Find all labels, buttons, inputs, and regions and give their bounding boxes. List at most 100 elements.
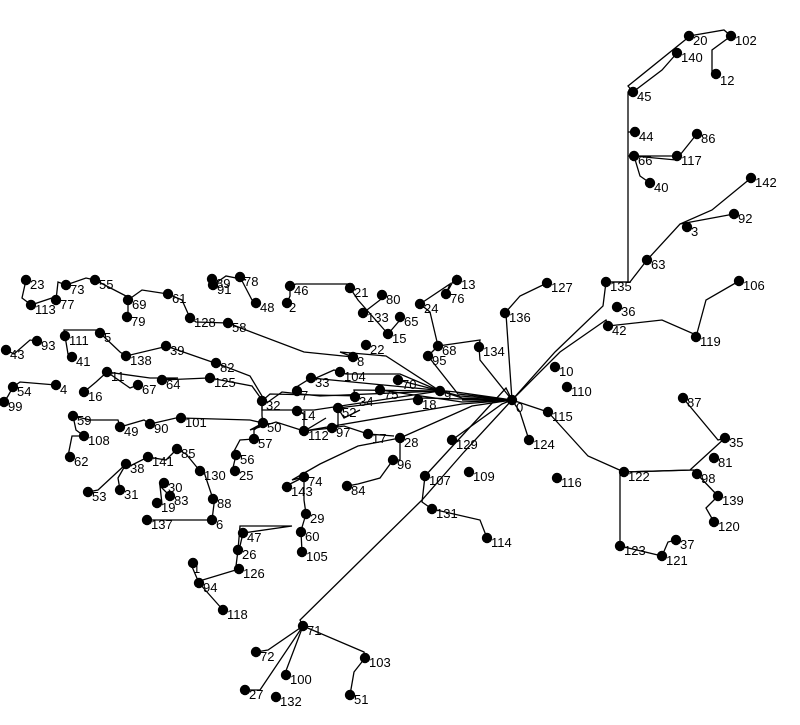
node-16: [78, 386, 90, 398]
node-53: [82, 486, 94, 498]
node-label-8: 8: [357, 354, 364, 369]
node-label-63: 63: [651, 257, 665, 272]
edge-79: [431, 508, 488, 539]
edge-36: [632, 52, 678, 93]
node-label-86: 86: [701, 131, 715, 146]
node-9: [434, 385, 446, 397]
node-63: [641, 254, 653, 266]
node-label-19: 19: [161, 500, 175, 515]
edge-17: [646, 177, 752, 261]
node-134: [473, 341, 485, 353]
node-label-118: 118: [227, 607, 248, 622]
node-84: [341, 480, 353, 492]
node-label-45: 45: [637, 89, 651, 104]
node-76: [440, 288, 452, 300]
label-layer: 0123456789101112131415161718192021222324…: [8, 33, 777, 709]
node-69: [122, 294, 134, 306]
node-90: [144, 418, 156, 430]
node-label-93: 93: [41, 338, 55, 353]
edge-11: [504, 282, 548, 314]
node-8: [347, 351, 359, 363]
node-label-25: 25: [239, 468, 253, 483]
node-32: [256, 395, 268, 407]
node-label-56: 56: [240, 452, 254, 467]
node-label-35: 35: [729, 435, 743, 450]
node-64: [156, 374, 168, 386]
node-label-133: 133: [367, 310, 389, 325]
node-104: [334, 366, 346, 378]
node-label-50: 50: [267, 420, 281, 435]
node-label-11: 11: [111, 369, 125, 384]
node-79: [121, 311, 133, 323]
node-101: [175, 412, 187, 424]
node-label-60: 60: [305, 529, 319, 544]
node-label-127: 127: [551, 280, 573, 295]
node-44: [629, 126, 641, 138]
node-111: [59, 330, 71, 342]
node-99: [0, 396, 10, 408]
node-87: [677, 392, 689, 404]
node-label-74: 74: [308, 474, 322, 489]
node-label-62: 62: [74, 454, 88, 469]
node-31: [114, 484, 126, 496]
node-28: [394, 432, 406, 444]
node-label-54: 54: [17, 384, 31, 399]
node-59: [67, 410, 79, 422]
edge-97: [198, 582, 224, 611]
node-74: [298, 471, 310, 483]
node-1: [187, 557, 199, 569]
node-97: [326, 422, 338, 434]
node-103: [359, 652, 371, 664]
node-109: [463, 466, 475, 478]
node-label-57: 57: [258, 436, 272, 451]
node-label-43: 43: [10, 347, 24, 362]
node-label-121: 121: [666, 553, 688, 568]
node-27: [239, 684, 251, 696]
node-115: [542, 406, 554, 418]
node-95: [422, 350, 434, 362]
node-139: [712, 490, 724, 502]
node-label-65: 65: [404, 314, 418, 329]
node-label-103: 103: [369, 655, 391, 670]
node-label-107: 107: [429, 473, 451, 488]
node-83: [164, 490, 176, 502]
node-78: [234, 271, 246, 283]
node-110: [561, 381, 573, 393]
node-23: [20, 274, 32, 286]
edge-48: [227, 322, 354, 358]
node-123: [614, 540, 626, 552]
node-label-141: 141: [152, 454, 174, 469]
node-label-81: 81: [718, 455, 732, 470]
node-127: [541, 277, 553, 289]
node-label-31: 31: [124, 487, 138, 502]
node-14: [291, 405, 303, 417]
edge-23: [547, 411, 625, 473]
node-label-32: 32: [266, 398, 280, 413]
node-label-1: 1: [193, 561, 200, 576]
edge-7: [303, 399, 513, 432]
edge-70: [346, 459, 394, 487]
node-label-20: 20: [693, 33, 707, 48]
node-label-134: 134: [483, 344, 505, 359]
node-85: [171, 443, 183, 455]
node-label-12: 12: [720, 73, 734, 88]
node-label-33: 33: [315, 375, 329, 390]
node-label-136: 136: [509, 310, 531, 325]
node-label-71: 71: [307, 623, 321, 638]
edge-21: [695, 280, 740, 338]
edge-64: [291, 437, 401, 481]
node-105: [296, 546, 308, 558]
node-49: [114, 421, 126, 433]
node-label-30: 30: [168, 480, 182, 495]
node-label-69: 69: [132, 297, 146, 312]
node-116: [551, 472, 563, 484]
node-label-113: 113: [35, 302, 56, 317]
node-36: [611, 301, 623, 313]
node-label-47: 47: [247, 530, 261, 545]
node-92: [728, 208, 740, 220]
node-label-83: 83: [174, 493, 188, 508]
node-29: [300, 508, 312, 520]
node-label-78: 78: [244, 274, 258, 289]
